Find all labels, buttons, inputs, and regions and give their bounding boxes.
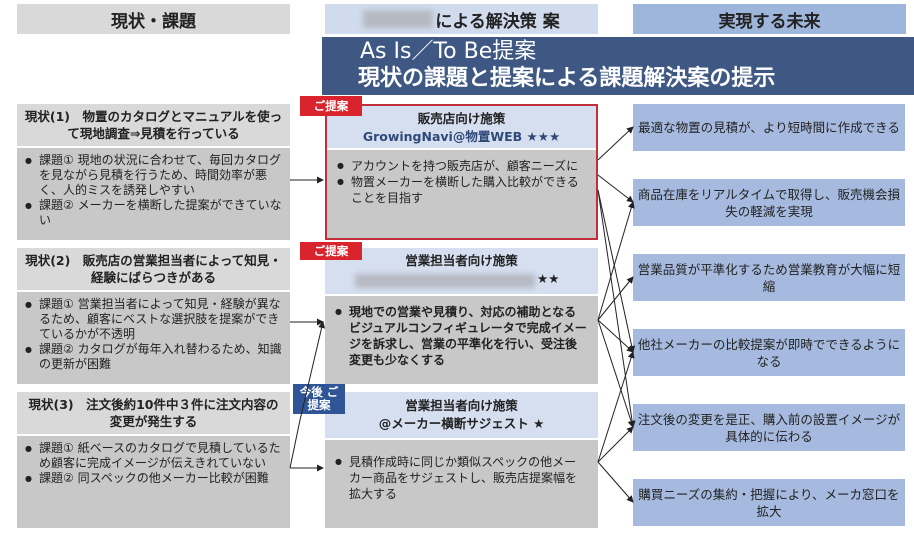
proposal-tag: ご提案 — [300, 96, 362, 116]
issue: 課題① 紙ベースのカタログで見積しているため顧客に完成イメージが伝えきれていない — [25, 441, 282, 471]
future-item: 注文後の変更を是正、購入前の設置イメージが具体的に伝わる — [633, 404, 905, 451]
solution-title: 営業担当者向け施策 — [405, 398, 518, 413]
issue: 課題① 現地の状況に合わせて、毎回カタログを見ながら見積を行うため、時間効率が悪… — [25, 153, 282, 198]
header-current: 現状・課題 — [17, 4, 290, 34]
current-title: 現状(2) 販売店の営業担当者によって知見・経験にばらつきがある — [17, 248, 290, 292]
current-title: 現状(3) 注文後約10件中３件に注文内容の変更が発生する — [17, 392, 290, 436]
future-item: 購買ニーズの集約・把握により、メーカ窓口を拡大 — [633, 479, 905, 526]
solution-subtitle: GrowingNavi@物置WEB ★★★ — [362, 129, 561, 144]
redacted-name — [363, 10, 434, 28]
issue: 課題② 同スペックの他メーカー比較が困難 — [25, 471, 282, 486]
solution-item: 見積作成時に同じか類似スペックの他メーカー商品をサジェストし、販売店提案幅を拡大… — [335, 454, 588, 502]
solution-box-3: 営業担当者向け施策 @メーカー横断サジェスト ★ 見積作成時に同じか類似スペックの… — [325, 392, 598, 528]
future-item: 最適な物置の見積が、より短時間に作成できる — [633, 104, 905, 151]
solution-item: 現地での営業や見積り、対応の補助となるビジュアルコンフィギュレータで完成イメージ… — [335, 304, 588, 368]
title-overlay — [322, 37, 914, 95]
solution-title: 販売店向け施策 — [417, 111, 506, 126]
future-item: 他社メーカーの比較提案が即時でできるようになる — [633, 329, 905, 376]
solution-subtitle: @メーカー横断サジェスト ★ — [378, 416, 545, 431]
overlay-title: As Is／To Be提案 — [360, 39, 537, 64]
issue: 課題② カタログが毎年入れ替わるため、知識の更新が困難 — [25, 342, 282, 372]
header-solution: による解決策 案 — [325, 4, 598, 34]
future-item: 商品在庫をリアルタイムで取得し、販売機会損失の軽減を実現 — [633, 179, 905, 226]
current-box-2: 現状(2) 販売店の営業担当者によって知見・経験にばらつきがある 課題① 営業担… — [17, 248, 290, 384]
current-title: 現状(1) 物置のカタログとマニュアルを使って現地調査⇒見積を行っている — [17, 104, 290, 148]
overlay-subtitle: 現状の課題と提案による課題解決案の提示 — [358, 66, 776, 91]
solution-subtitle: ★★ — [537, 271, 560, 286]
solution-box-2: 営業担当者向け施策 ★★ 現地での営業や見積り、対応の補助となるビジュアルコンフィ… — [325, 248, 598, 384]
solution-item: 物置メーカーを横断した購入比較ができることを目指す — [337, 174, 586, 206]
current-box-3: 現状(3) 注文後約10件中３件に注文内容の変更が発生する 課題① 紙ベースのカ… — [17, 392, 290, 528]
solution-box-1: 販売店向け施策 GrowingNavi@物置WEB ★★★ アカウントを持つ販売店… — [325, 104, 598, 240]
header-future: 実現する未来 — [633, 4, 906, 34]
solution-title: 営業担当者向け施策 — [405, 253, 518, 268]
issue: 課題② メーカーを横断した提案ができていない — [25, 198, 282, 228]
current-box-1: 現状(1) 物置のカタログとマニュアルを使って現地調査⇒見積を行っている 課題①… — [17, 104, 290, 240]
solution-item: アカウントを持つ販売店が、顧客ニーズに — [337, 158, 586, 174]
redacted-name — [355, 274, 535, 288]
future-proposal-tag: 今後 ご提案 — [293, 384, 345, 414]
future-item: 営業品質が平準化するため営業教育が大幅に短縮 — [633, 254, 905, 301]
proposal-tag: ご提案 — [300, 242, 362, 260]
issue: 課題① 営業担当者によって知見・経験が異なるため、顧客にベストな選択肢を提案がで… — [25, 297, 282, 342]
